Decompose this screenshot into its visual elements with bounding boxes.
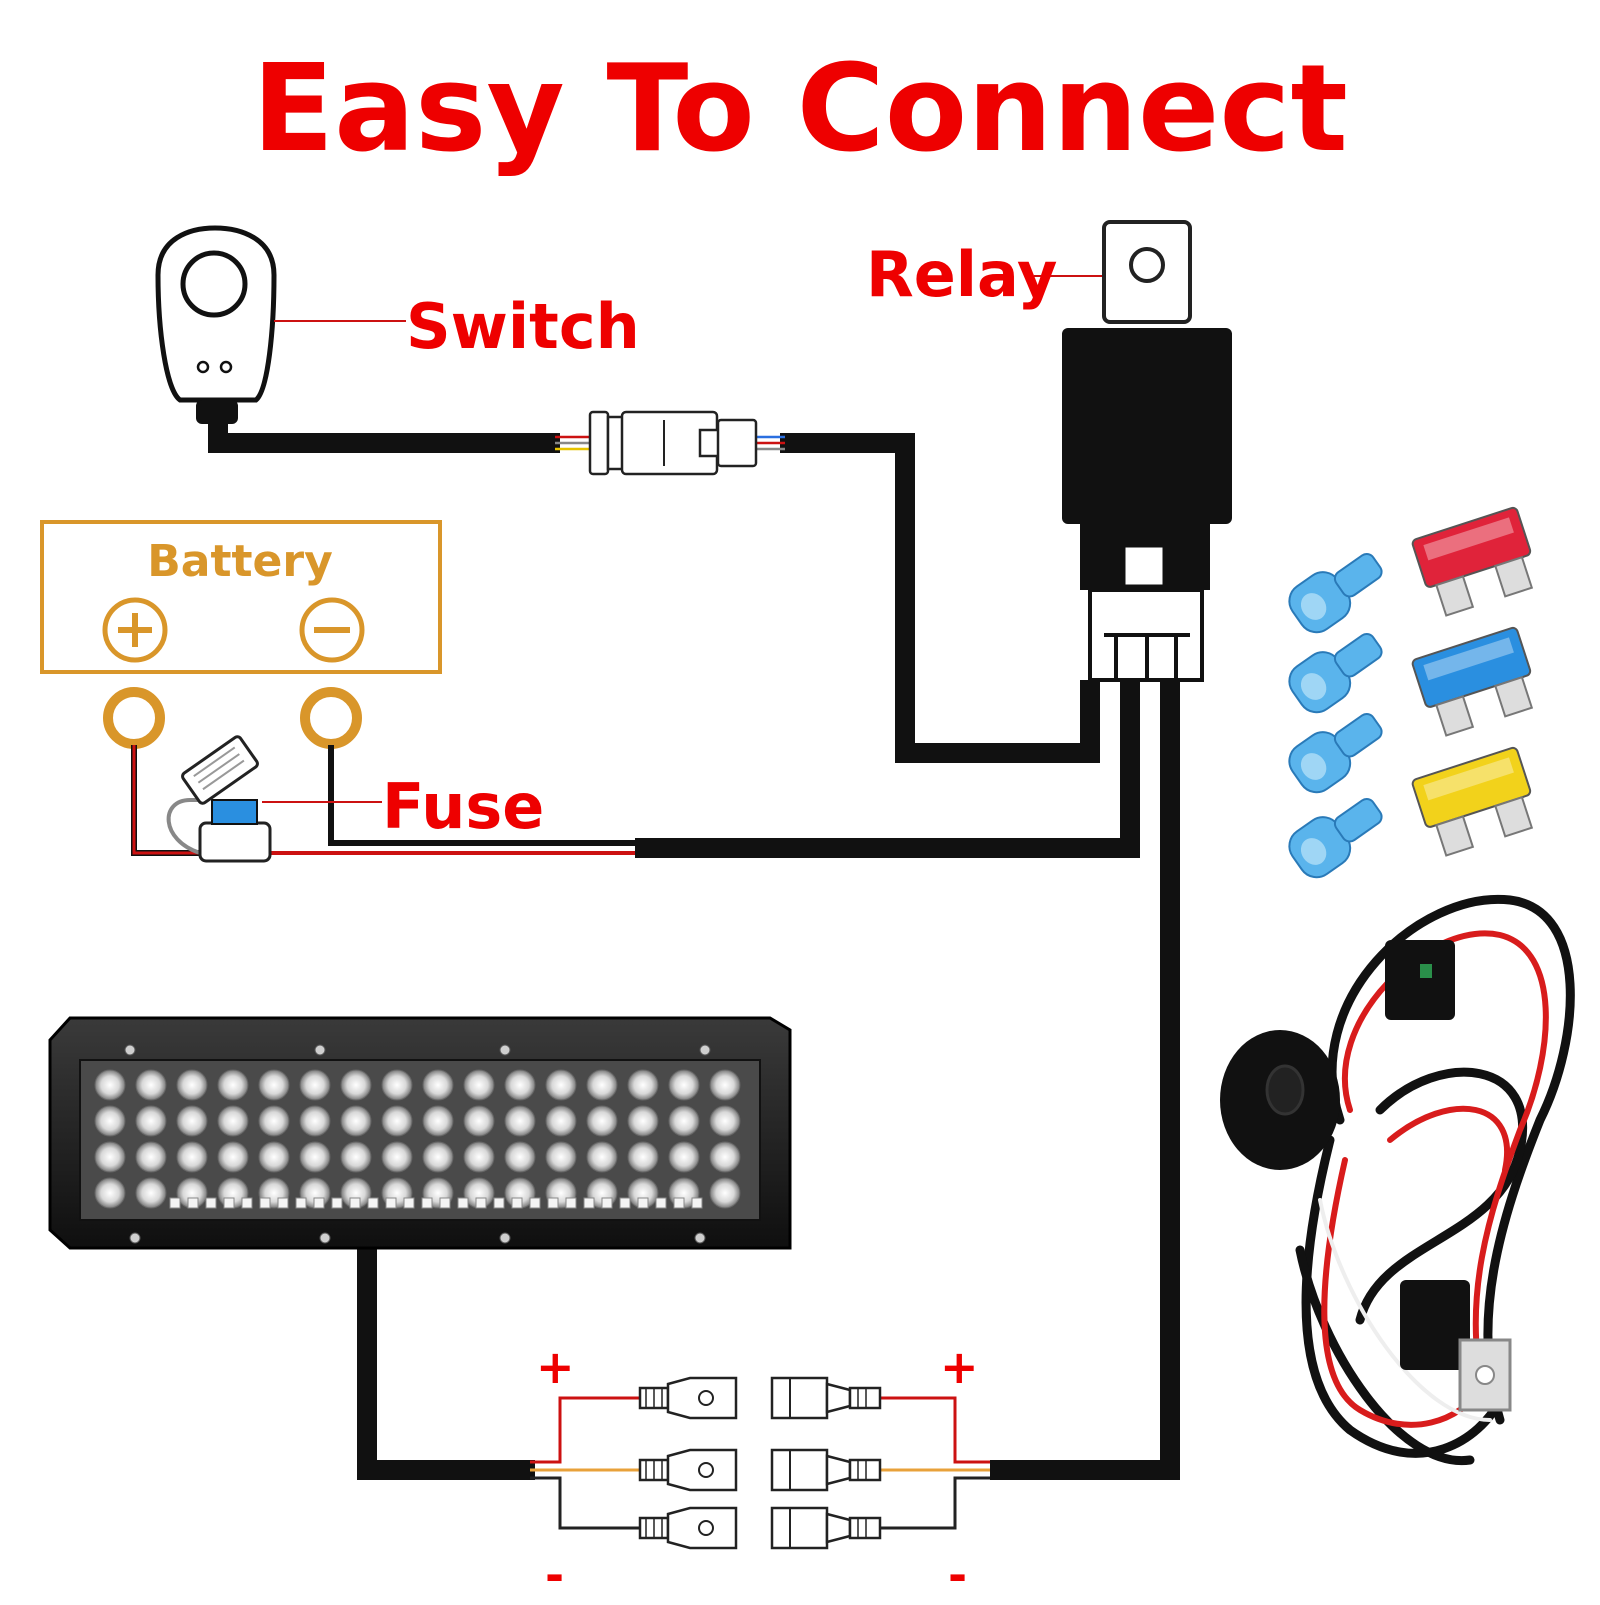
led-icon: [135, 1105, 167, 1137]
led-icon: [627, 1069, 659, 1101]
led-icon: [709, 1141, 741, 1173]
led-icon: [586, 1105, 618, 1137]
led-icon: [258, 1105, 290, 1137]
led-icon: [545, 1069, 577, 1101]
led-icon: [340, 1069, 372, 1101]
led-icon: [463, 1069, 495, 1101]
led-icon: [299, 1105, 331, 1137]
blade-fuse-icon: [1411, 626, 1534, 737]
led-icon: [545, 1105, 577, 1137]
blade-fuse-icon: [1411, 506, 1534, 617]
led-icon: [176, 1105, 208, 1137]
led-icon: [422, 1105, 454, 1137]
led-icon: [422, 1141, 454, 1173]
led-icon: [504, 1069, 536, 1101]
led-icon: [668, 1069, 700, 1101]
led-icon: [668, 1141, 700, 1173]
fuse-holder: [166, 735, 382, 863]
blue-fuse-icon: [211, 799, 258, 825]
led-icon: [176, 1069, 208, 1101]
relay-label: Relay: [866, 238, 1058, 311]
right-negative-sign: -: [948, 1548, 968, 1602]
insulated-connector-icon: [1288, 797, 1383, 879]
led-icon: [586, 1069, 618, 1101]
led-icon: [545, 1141, 577, 1173]
rocker-switch: [155, 225, 406, 424]
right-positive-sign: +: [940, 1340, 979, 1394]
led-icon: [709, 1105, 741, 1137]
inline-plug-connector: [555, 410, 785, 476]
left-negative-sign: -: [545, 1548, 565, 1602]
insulated-connector-icon: [1288, 712, 1383, 794]
relay: [1034, 220, 1232, 682]
led-icon: [381, 1105, 413, 1137]
led-icon: [94, 1069, 126, 1101]
lightbar-cable: [357, 1245, 535, 1480]
led-icon: [94, 1177, 126, 1209]
battery-label: Battery: [147, 536, 333, 587]
led-icon: [217, 1141, 249, 1173]
insulated-connector-icon: [1288, 552, 1383, 634]
bullet-terminals: [530, 1376, 990, 1550]
led-icon: [135, 1141, 167, 1173]
switch-cable: [208, 414, 560, 453]
led-icon: [340, 1141, 372, 1173]
led-icon: [504, 1141, 536, 1173]
led-icon: [381, 1141, 413, 1173]
led-icon: [340, 1105, 372, 1137]
battery: [40, 520, 442, 674]
insulated-connector-icon: [1288, 632, 1383, 714]
mounting-hole-icon: [1129, 247, 1165, 283]
led-icon: [668, 1105, 700, 1137]
led-icon: [176, 1141, 208, 1173]
female-spade-terminal: [770, 1376, 829, 1420]
led-array: [94, 1069, 741, 1209]
led-icon: [422, 1069, 454, 1101]
led-icon: [463, 1141, 495, 1173]
ring-terminals: [103, 687, 635, 856]
led-icon: [709, 1177, 741, 1209]
plug-male-half: [716, 418, 758, 468]
led-icon: [709, 1069, 741, 1101]
led-icon: [627, 1105, 659, 1137]
led-icon: [299, 1141, 331, 1173]
switch-to-relay-wire: [780, 433, 1100, 763]
led-icon: [258, 1141, 290, 1173]
negative-ring-terminal: [300, 687, 362, 749]
positive-ring-terminal: [103, 687, 165, 749]
page-title: Easy To Connect: [252, 40, 1348, 179]
led-icon: [135, 1177, 167, 1209]
led-icon: [258, 1069, 290, 1101]
female-spade-terminal: [770, 1448, 829, 1492]
harness-fuse-holder-icon: [1400, 1280, 1470, 1370]
led-icon: [504, 1105, 536, 1137]
led-icon: [586, 1141, 618, 1173]
accessory-kit: [1288, 506, 1534, 879]
indicator-led-icon: [196, 360, 210, 374]
led-icon: [463, 1105, 495, 1137]
fuse-label: Fuse: [382, 770, 545, 843]
led-light-bar: [48, 1016, 792, 1250]
power-to-relay-wire: [635, 680, 1140, 858]
relay-body: [1062, 328, 1232, 524]
led-icon: [94, 1141, 126, 1173]
harness-relay-icon: [1385, 940, 1455, 1020]
led-icon: [381, 1069, 413, 1101]
wiring-harness-bundle: [1220, 894, 1575, 1465]
led-icon: [299, 1069, 331, 1101]
led-icon: [217, 1105, 249, 1137]
blade-fuse-icon: [1411, 746, 1534, 857]
main-wires: [208, 414, 1180, 1480]
fuse-cap: [181, 735, 259, 805]
led-icon: [135, 1069, 167, 1101]
led-icon: [94, 1105, 126, 1137]
switch-label: Switch: [406, 290, 640, 363]
relay-output-wire: [990, 680, 1180, 1480]
led-icon: [217, 1069, 249, 1101]
switch-button-icon: [180, 250, 248, 318]
led-icon: [627, 1141, 659, 1173]
left-positive-sign: +: [536, 1340, 575, 1394]
female-spade-terminal: [770, 1506, 829, 1550]
